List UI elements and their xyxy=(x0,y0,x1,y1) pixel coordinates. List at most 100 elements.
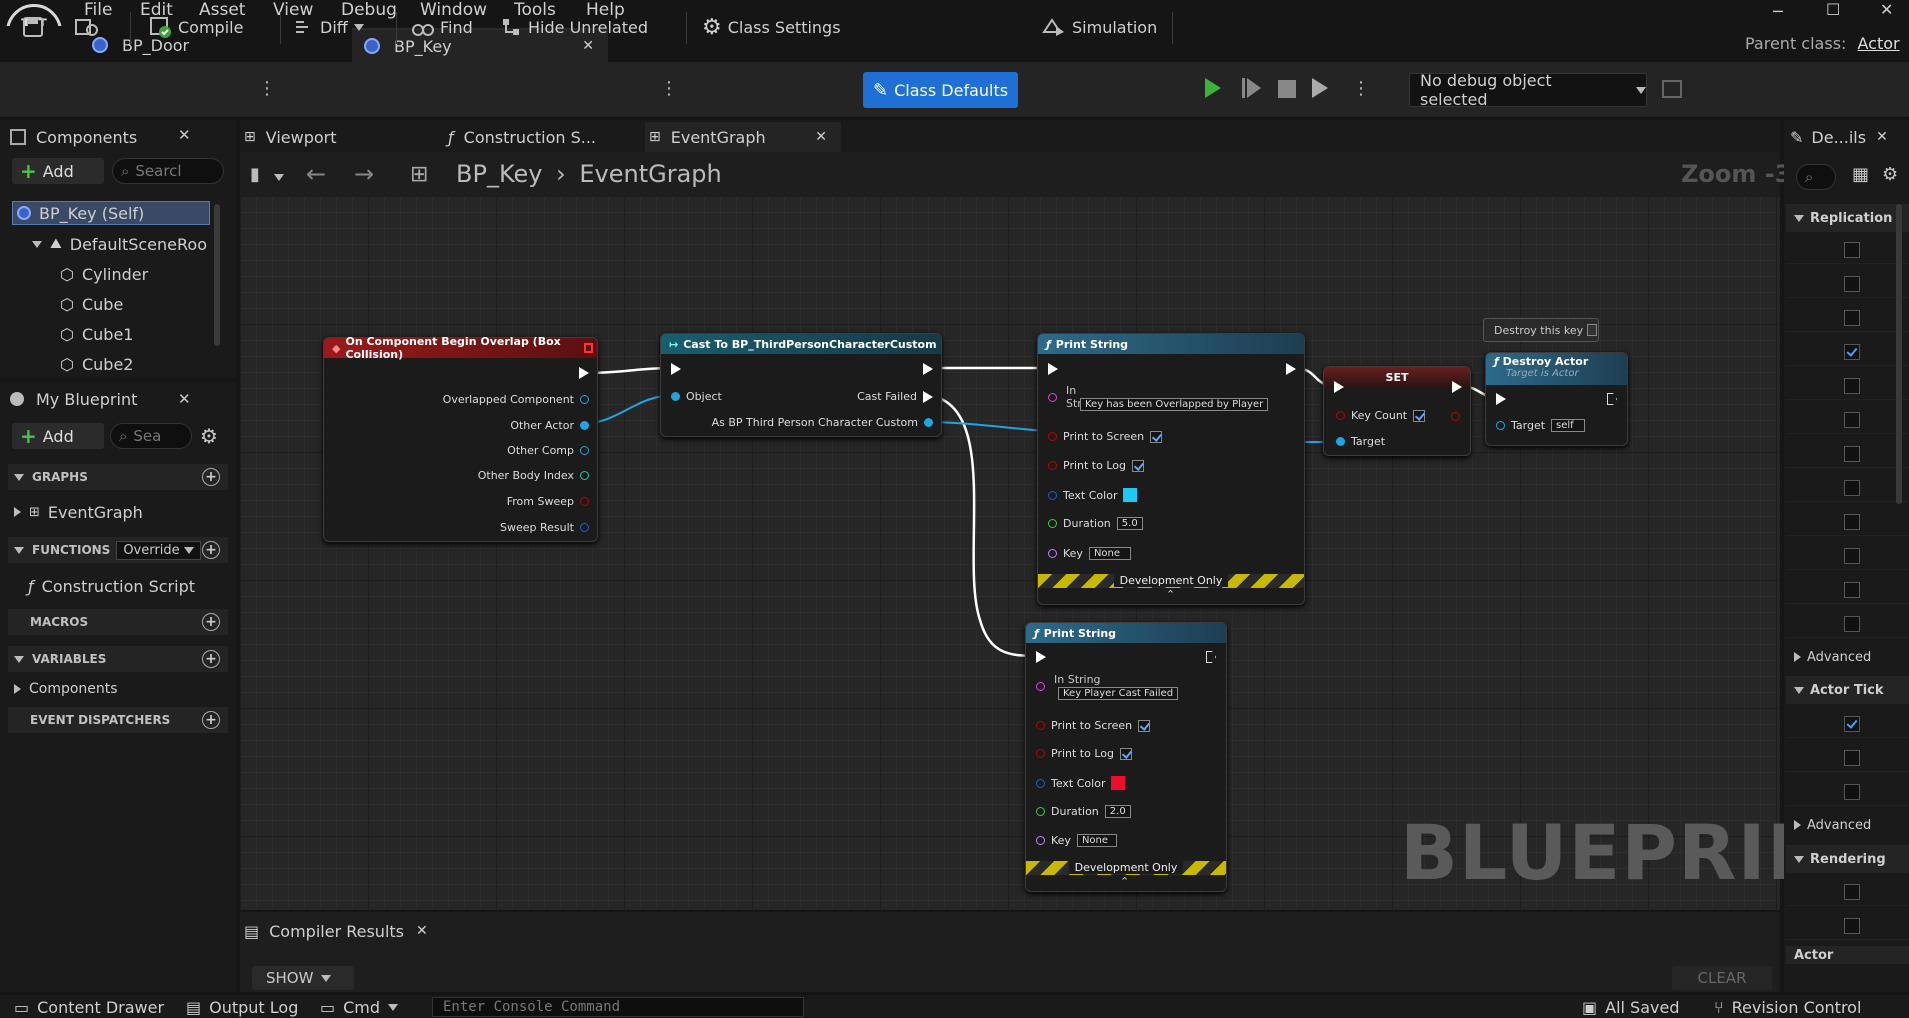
step-icon[interactable] xyxy=(1242,78,1262,98)
cmd-dropdown[interactable]: ▭Cmd xyxy=(320,996,399,1018)
color-swatch[interactable] xyxy=(1111,776,1126,790)
breadcrumb-root[interactable]: BP_Key xyxy=(456,160,543,188)
graph-canvas[interactable] xyxy=(240,196,1780,910)
class-defaults-button[interactable]: ✎ Class Defaults xyxy=(863,72,1019,108)
pin-from-sweep[interactable]: From Sweep xyxy=(507,495,589,508)
details-checkbox[interactable] xyxy=(1844,784,1860,800)
my-blueprint-tab[interactable]: My Blueprint xyxy=(10,384,137,414)
section-event-dispatchers[interactable]: EVENT DISPATCHERS + xyxy=(8,707,228,733)
components-scrollbar[interactable] xyxy=(214,204,220,346)
browse-icon[interactable] xyxy=(74,10,100,44)
close-tab-icon[interactable]: ✕ xyxy=(582,38,594,54)
checkbox[interactable] xyxy=(1138,719,1151,732)
checkbox[interactable] xyxy=(1120,747,1132,760)
hide-unrelated-button[interactable]: Hide Unrelated xyxy=(500,10,648,44)
tree-item-cube2[interactable]: ⬡Cube2 xyxy=(60,352,133,376)
details-advanced-toggle[interactable]: Advanced xyxy=(1786,811,1909,839)
tree-item-components[interactable]: Components xyxy=(14,677,118,701)
show-dropdown[interactable]: SHOW xyxy=(252,966,354,990)
tree-item-event-graph[interactable]: ⊞ EventGraph xyxy=(14,500,143,524)
my-blueprint-search-input[interactable]: ⌕ Sea xyxy=(110,423,192,449)
details-checkbox[interactable] xyxy=(1844,276,1860,292)
bookmark-icon[interactable]: ▮ xyxy=(250,164,260,185)
compile-options-icon[interactable]: ⋮ xyxy=(258,78,276,99)
details-tab[interactable]: ✎ De...ils ✕ xyxy=(1790,122,1888,152)
exec-out-pin[interactable] xyxy=(923,363,933,375)
section-macros[interactable]: MACROS + xyxy=(8,609,228,635)
pin-sweep-result[interactable]: Sweep Result xyxy=(500,521,589,534)
all-saved-button[interactable]: ▣All Saved xyxy=(1582,996,1679,1018)
details-checkbox[interactable] xyxy=(1844,412,1860,428)
add-variable-icon[interactable]: + xyxy=(202,650,220,668)
eject-icon[interactable] xyxy=(1312,78,1328,102)
menu-window[interactable]: Window xyxy=(420,0,488,20)
exec-in-pin[interactable] xyxy=(1036,651,1046,663)
override-dropdown[interactable]: Override xyxy=(116,540,201,560)
pin-target[interactable]: Target xyxy=(1336,435,1385,448)
boolean-out-pin[interactable] xyxy=(1451,412,1460,421)
duration-value[interactable]: 5.0 xyxy=(1116,517,1143,530)
node-cast-to[interactable]: ↦ Cast To BP_ThirdPersonCharacterCustom … xyxy=(660,333,942,437)
forward-arrow-icon[interactable]: → xyxy=(354,160,375,188)
collapse-icon[interactable]: ⌃ xyxy=(1120,875,1130,888)
exec-out-pin[interactable] xyxy=(1607,393,1617,405)
comment-bubble[interactable]: Destroy this key xyxy=(1483,318,1599,342)
add-component-button[interactable]: + Add xyxy=(12,158,104,184)
details-checkbox[interactable] xyxy=(1844,514,1860,530)
play-options-icon[interactable]: ⋮ xyxy=(1352,78,1370,99)
gear-icon[interactable]: ⚙ xyxy=(1882,164,1899,185)
gear-icon[interactable]: ⚙ xyxy=(200,424,218,448)
pin-text-color[interactable]: Text Color xyxy=(1036,776,1126,790)
components-tab[interactable]: Components xyxy=(10,122,137,152)
duration-value[interactable]: 2.0 xyxy=(1104,805,1131,818)
section-graphs[interactable]: GRAPHS + xyxy=(8,464,228,490)
tab-bp-door[interactable]: BP_Door xyxy=(80,28,350,62)
details-checkbox[interactable] xyxy=(1844,344,1860,360)
tree-item-cylinder[interactable]: ⬡Cylinder xyxy=(60,262,148,286)
pin-print-to-screen[interactable]: Print to Screen xyxy=(1036,719,1151,732)
details-checkbox[interactable] xyxy=(1844,242,1860,258)
details-checkbox[interactable] xyxy=(1844,378,1860,394)
section-variables[interactable]: VARIABLES + xyxy=(8,646,228,672)
details-advanced-toggle[interactable]: Advanced xyxy=(1786,643,1909,671)
close-tab-icon[interactable]: ✕ xyxy=(815,129,827,145)
exec-out-pin[interactable] xyxy=(1452,381,1462,393)
collapse-icon[interactable]: ⌃ xyxy=(1166,588,1176,601)
in-string-value[interactable]: Key Player Cast Failed xyxy=(1058,687,1179,700)
details-section-replication[interactable]: Replication xyxy=(1786,204,1909,232)
tree-item-default-scene-root[interactable]: ⛰ DefaultSceneRoo xyxy=(32,232,212,256)
more-options-icon[interactable]: ⋮ xyxy=(660,78,678,99)
pin-print-to-screen[interactable]: Print to Screen xyxy=(1048,430,1163,443)
clear-button[interactable]: CLEAR xyxy=(1672,966,1772,990)
chevron-down-icon[interactable] xyxy=(274,174,284,181)
close-tab-icon[interactable]: ✕ xyxy=(416,923,428,939)
minimize-icon[interactable]: ─ xyxy=(1773,2,1783,21)
add-graph-icon[interactable]: + xyxy=(202,468,220,486)
tab-construction-script[interactable]: ƒ Construction S... xyxy=(448,122,638,152)
details-checkbox[interactable] xyxy=(1844,884,1860,900)
menu-help[interactable]: Help xyxy=(586,0,625,20)
checkbox[interactable] xyxy=(1132,459,1144,472)
checkbox[interactable] xyxy=(1413,409,1426,422)
simulation-button[interactable]: Simulation xyxy=(1042,10,1157,44)
node-print-string-cast-failed[interactable]: ƒ Print String In String Key Player Cast… xyxy=(1025,622,1227,892)
close-panel-icon[interactable]: ✕ xyxy=(1876,129,1888,145)
content-drawer-button[interactable]: ▭Content Drawer xyxy=(14,996,164,1018)
details-checkbox[interactable] xyxy=(1844,582,1860,598)
stop-icon[interactable] xyxy=(1278,80,1296,98)
menu-file[interactable]: File xyxy=(84,0,113,20)
add-dispatcher-icon[interactable]: + xyxy=(202,711,220,729)
details-section-actor-tick[interactable]: Actor Tick xyxy=(1786,676,1909,704)
tab-viewport[interactable]: ⊞ Viewport xyxy=(244,122,440,152)
console-command-input[interactable]: Enter Console Command xyxy=(432,997,804,1017)
pin-text-color[interactable]: Text Color xyxy=(1048,488,1138,502)
tree-item-cube1[interactable]: ⬡Cube1 xyxy=(60,322,133,346)
exec-in-pin[interactable] xyxy=(1334,381,1344,393)
pin-print-to-log[interactable]: Print to Log xyxy=(1048,459,1144,472)
menu-asset[interactable]: Asset xyxy=(199,0,246,20)
pin-in-string[interactable]: In String Key Player Cast Failed xyxy=(1036,673,1179,700)
diff-button[interactable]: Diff xyxy=(292,10,364,44)
